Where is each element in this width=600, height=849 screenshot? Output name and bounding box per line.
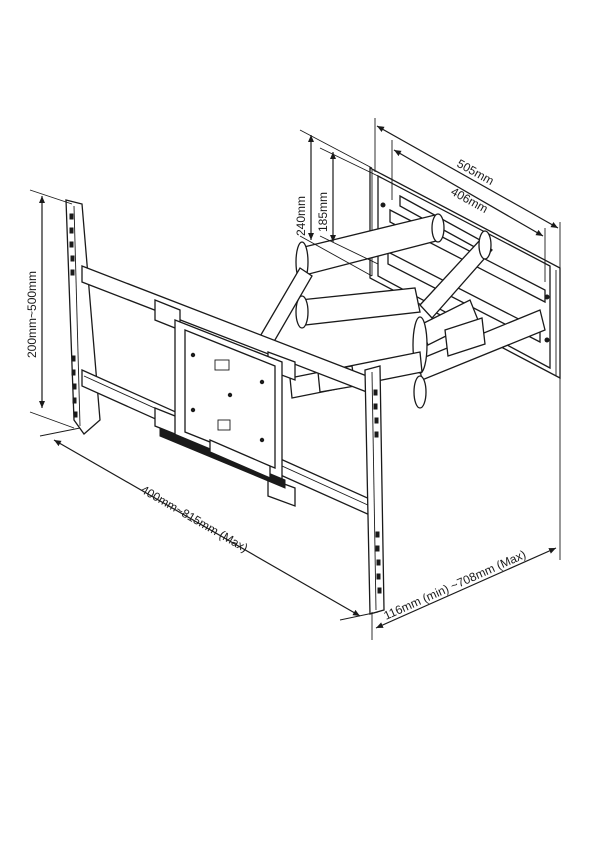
dimension-185: 185mm [316,147,379,265]
label-406mm: 406mm [449,184,491,216]
label-505mm: 505mm [455,156,497,188]
label-116mm-708mm: 116mm (min) ~708mm (Max) [382,547,529,622]
articulating-arms [254,213,546,409]
label-240mm: 240mm [294,196,308,236]
dimension-240: 240mm [294,129,373,277]
dimension-extension-range: 116mm (min) ~708mm (Max) [371,378,561,640]
label-185mm: 185mm [316,192,330,232]
dimension-vertical-range: 200mm~500mm [25,189,75,429]
label-200mm-500mm: 200mm~500mm [25,271,39,358]
label-400mm-815mm: 400mm~815mm (Max) [139,482,251,555]
